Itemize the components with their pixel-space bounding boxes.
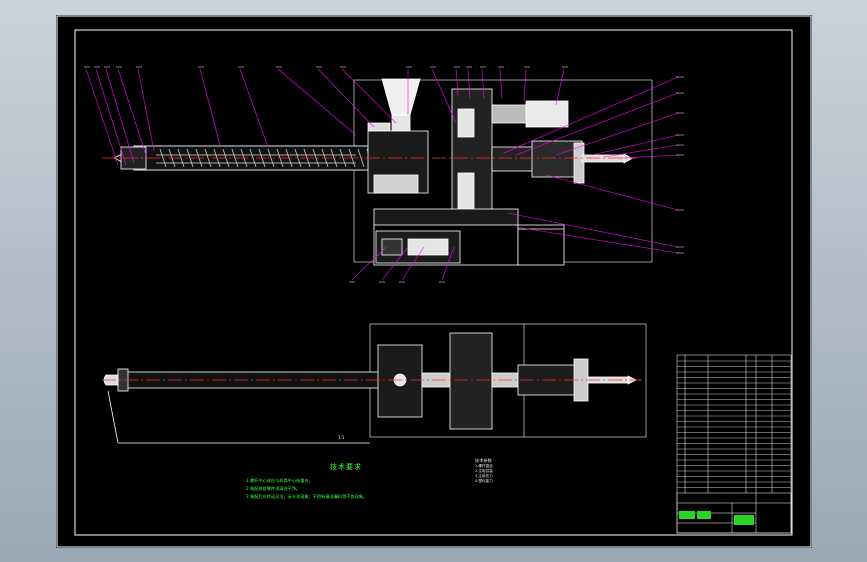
- notes-title: 技术要求: [330, 463, 362, 471]
- outer-frame: [56, 15, 812, 548]
- hopper: [381, 78, 421, 116]
- inner-frame: [74, 29, 793, 536]
- note-item: 1.螺杆中心线应与机筒中心线重合。: [246, 478, 313, 483]
- spec-title: 技术参数: [475, 458, 492, 463]
- technical-parameters: 技术参数 1.螺杆直径 2.注射容量 3.注射压力 4.塑化能力: [475, 458, 595, 484]
- plan-view: [103, 323, 647, 444]
- screw-flight: [267, 148, 275, 168]
- parts-list: [676, 354, 792, 534]
- title-block: [676, 492, 792, 534]
- spec-item: 3.注射压力: [475, 474, 493, 478]
- spec-item: 2.注射容量: [475, 469, 493, 473]
- spec-item: 1.螺杆直径: [475, 464, 493, 468]
- drawing-sheet: 1:1 技术要求 1.螺杆中心线应与机筒中心线重合。 2.装配前各零件须清洗干净…: [56, 15, 812, 548]
- drawing-canvas: 1:1: [56, 15, 812, 548]
- screw-flight: [294, 148, 302, 168]
- leader-lines-section: [85, 68, 679, 281]
- note-item: 3.装配后应转动灵活，无卡滞现象；不得有漏油漏料等不良现象。: [246, 494, 368, 499]
- section-view: [113, 78, 653, 266]
- note-item: 2.装配前各零件须清洗干净。: [246, 486, 301, 491]
- screw-flight: [312, 148, 320, 168]
- motor: [525, 100, 569, 128]
- scale-label: 1:1: [338, 435, 345, 440]
- leader-ticks: [84, 66, 684, 283]
- gear-box-plan: [449, 332, 493, 430]
- spec-item: 4.塑化能力: [475, 479, 493, 483]
- technical-requirements: 技术要求 1.螺杆中心线应与机筒中心线重合。 2.装配前各零件须清洗干净。 3.…: [246, 463, 516, 501]
- screw-flight: [339, 148, 347, 168]
- parts-list-rows: [677, 360, 791, 488]
